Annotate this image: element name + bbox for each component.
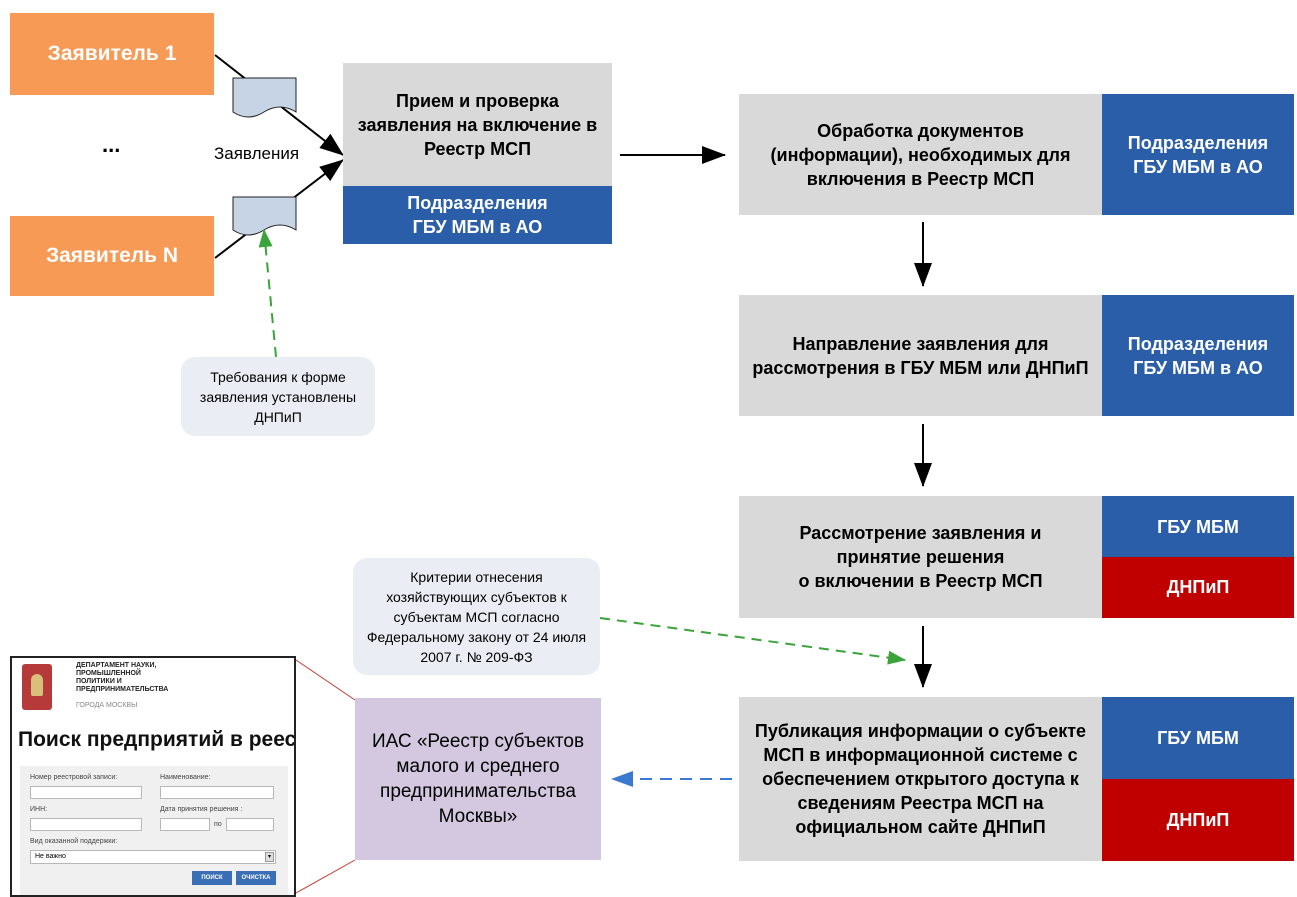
clear-button[interactable]: ОЧИСТКА — [236, 871, 276, 885]
zoom-line-bottom — [295, 859, 356, 894]
search-form: Номер реестровой записи: Наименование: И… — [20, 766, 288, 895]
step-processing-box: Обработка документов (информации), необх… — [739, 94, 1102, 215]
ellipsis-label: ... — [102, 132, 121, 157]
support-type-label: Вид оказанной поддержки: — [30, 838, 118, 845]
name-input[interactable] — [160, 786, 274, 799]
step-intake-responsible: Подразделения ГБУ МБМ в АО — [343, 186, 612, 244]
step-publication-responsible-gbu: ГБУ МБМ — [1102, 697, 1294, 779]
step-decision-responsible-dnpip: ДНПиП — [1102, 557, 1294, 618]
step-publication-box: Публикация информации о субъекте МСП в и… — [739, 697, 1102, 861]
applicant-1-box: Заявитель 1 — [10, 13, 214, 95]
step-publication-responsible-dnpip: ДНПиП — [1102, 779, 1294, 861]
step-processing-responsible: Подразделения ГБУ МБМ в АО — [1102, 94, 1294, 215]
ias-registry-box: ИАС «Реестр субъектов малого и среднего … — [355, 698, 601, 860]
department-name: ДЕПАРТАМЕНТ НАУКИ, ПРОМЫШЛЕННОЙ ПОЛИТИКИ… — [76, 662, 169, 693]
step-decision-box: Рассмотрение заявления и принятие решени… — [739, 496, 1102, 618]
step-routing-box: Направление заявления для рассмотрения в… — [739, 295, 1102, 416]
date-to-label: по — [214, 821, 222, 828]
search-button[interactable]: ПОИСК — [192, 871, 232, 885]
name-label: Наименование: — [160, 774, 211, 781]
moscow-crest-icon — [22, 664, 52, 710]
support-type-select[interactable]: Не важно ▾ — [30, 850, 276, 864]
department-city: ГОРОДА МОСКВЫ — [76, 702, 138, 709]
chevron-down-icon[interactable]: ▾ — [265, 852, 274, 862]
applications-flow-label: Заявления — [214, 144, 300, 164]
registry-website-screenshot: ДЕПАРТАМЕНТ НАУКИ, ПРОМЫШЛЕННОЙ ПОЛИТИКИ… — [10, 656, 296, 897]
step-intake-box: Прием и проверка заявления на включение … — [343, 63, 612, 186]
document-icon — [232, 77, 297, 118]
decision-date-to-input[interactable] — [226, 818, 274, 831]
dashed-arrow-criteria — [599, 617, 906, 665]
inn-label: ИНН: — [30, 806, 48, 813]
record-number-label: Номер реестровой записи: — [30, 774, 118, 781]
record-number-input[interactable] — [30, 786, 142, 799]
support-type-value: Не важно — [35, 853, 66, 860]
zoom-line-top — [295, 659, 356, 701]
step-routing-responsible: Подразделения ГБУ МБМ в АО — [1102, 295, 1294, 416]
note-msp-criteria: Критерии отнесения хозяйствующих субъект… — [353, 558, 600, 675]
note-form-requirements: Требования к форме заявления установлены… — [181, 357, 375, 436]
document-icon — [232, 196, 297, 236]
decision-date-label: Дата принятия решения : — [160, 806, 243, 813]
applicant-1-label: Заявитель 1 — [47, 42, 177, 65]
search-page-title: Поиск предприятий в реестре — [18, 728, 296, 751]
applicant-n-box: Заявитель N — [10, 216, 214, 296]
decision-date-from-input[interactable] — [160, 818, 210, 831]
step-decision-responsible-gbu: ГБУ МБМ — [1102, 496, 1294, 557]
dashed-arrow-requirements — [258, 229, 277, 358]
applicant-n-label: Заявитель N — [45, 244, 179, 267]
inn-input[interactable] — [30, 818, 142, 831]
